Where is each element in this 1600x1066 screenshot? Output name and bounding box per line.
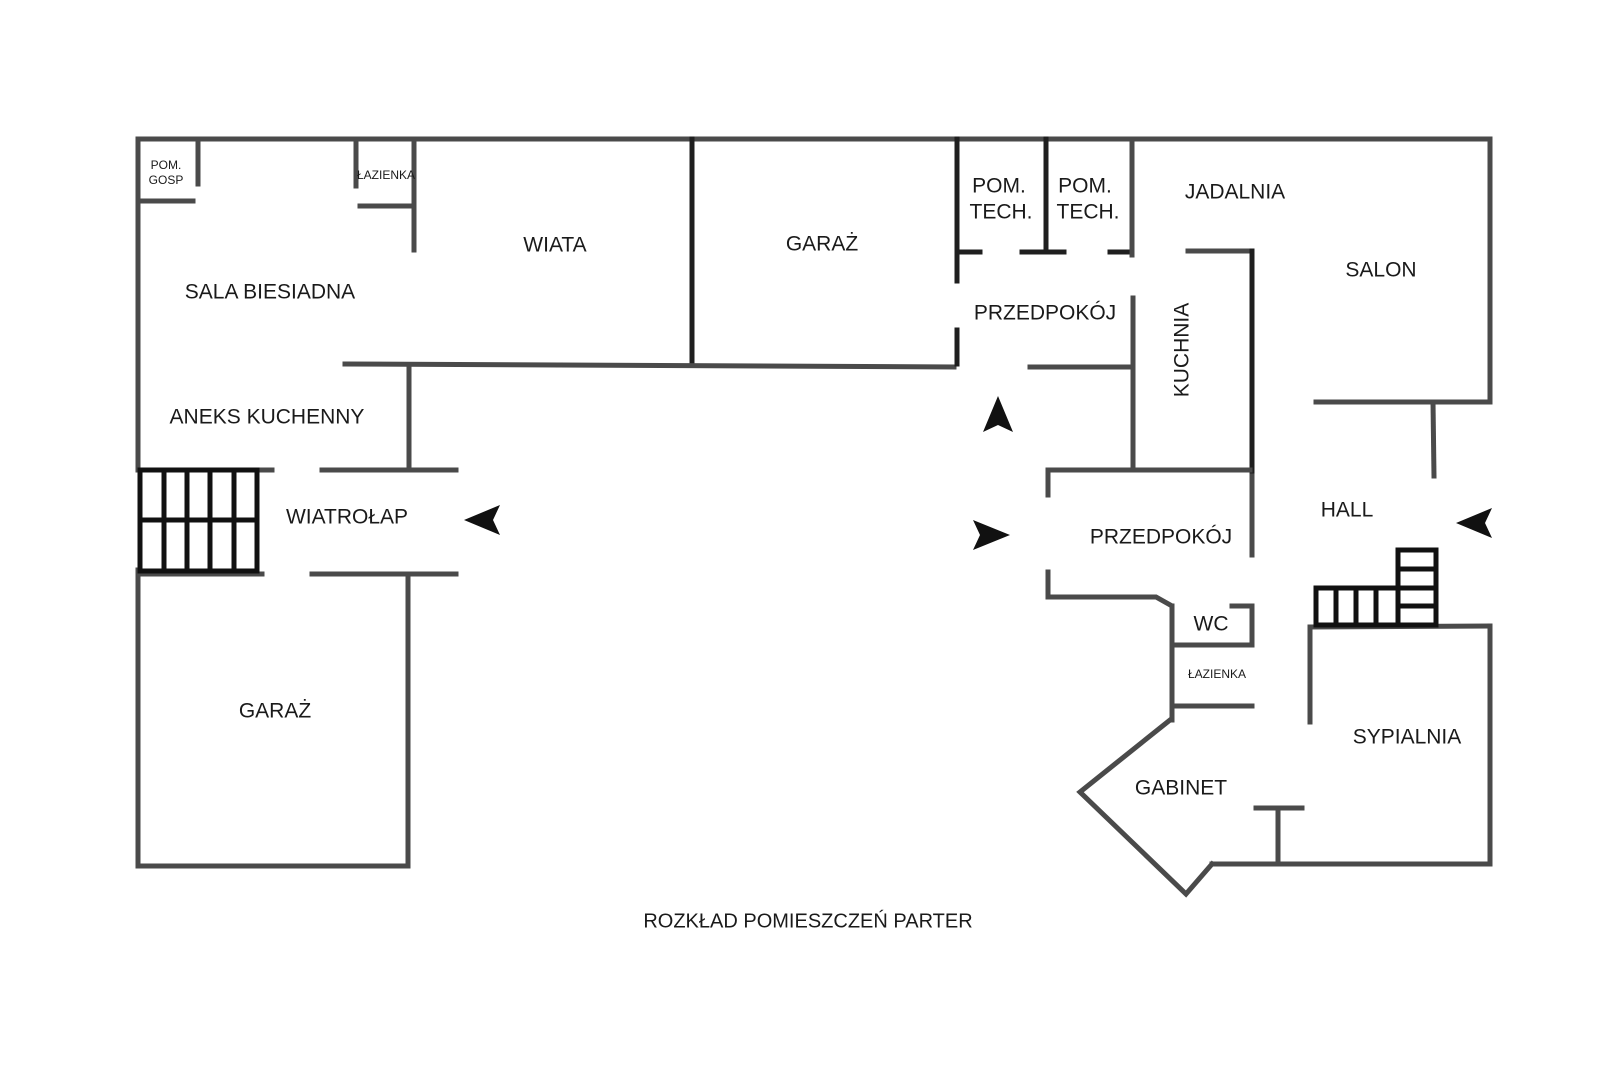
room-label-wiata: WIATA: [523, 234, 586, 257]
entrance-arrow-icon: [1456, 508, 1492, 538]
room-label-jadalnia: JADALNIA: [1185, 181, 1285, 204]
room-label-garaz-top: GARAŻ: [786, 233, 859, 256]
entrance-arrow-icon: [973, 520, 1010, 550]
interior-walls: [135, 136, 1255, 723]
wall-long-horizontal: [342, 361, 957, 370]
wall-salon-post: [1430, 399, 1437, 479]
room-label-lazienka-top: ŁAZIENKA: [357, 168, 415, 182]
room-label-pom-tech-a: POM.: [972, 175, 1026, 198]
entrance-arrow-icon: [983, 396, 1013, 432]
wall-gabinet: [1076, 716, 1216, 898]
room-label-wc: WC: [1194, 613, 1229, 636]
room-label-hall: HALL: [1321, 499, 1374, 522]
entrance-arrows: [464, 396, 1492, 550]
room-label-kuchnia: KUCHNIA: [1171, 303, 1194, 398]
room-label-aneks-kuchenny: ANEKS KUCHENNY: [170, 406, 365, 429]
room-label-pom-tech-b-2: TECH.: [1057, 201, 1120, 224]
room-label-gabinet: GABINET: [1135, 777, 1227, 800]
plan-caption: ROZKŁAD POMIESZCZEŃ PARTER: [643, 909, 972, 932]
room-label-sala-biesiadna: SALA BIESIADNA: [185, 281, 355, 304]
room-label-przedpokoj-mid: PRZEDPOKÓJ: [1090, 526, 1232, 549]
stairs-icon: [137, 467, 260, 574]
room-label-sypialnia: SYPIALNIA: [1353, 726, 1462, 749]
room-label-wiatrolap: WIATROŁAP: [286, 506, 408, 529]
room-label-lazienka-mid: ŁAZIENKA: [1188, 667, 1246, 681]
room-label-przedpokoj-top: PRZEDPOKÓJ: [974, 302, 1116, 325]
room-label-salon: SALON: [1345, 259, 1416, 282]
wall-przedpokoj-mid-bottom: [1045, 594, 1175, 628]
entrance-arrow-icon: [464, 505, 500, 535]
room-label-pom-gosp-2: GOSP: [149, 173, 184, 187]
stairs-icon: [1313, 547, 1439, 628]
room-label-pom-gosp: POM.: [151, 158, 182, 172]
room-label-garaz-left: GARAŻ: [239, 700, 312, 723]
room-labels: POM. GOSP ŁAZIENKA WIATA GARAŻ POM. TECH…: [149, 158, 1462, 799]
room-label-pom-tech-b: POM.: [1058, 175, 1112, 198]
walls: [135, 136, 1493, 898]
room-label-pom-tech-a-2: TECH.: [970, 201, 1033, 224]
